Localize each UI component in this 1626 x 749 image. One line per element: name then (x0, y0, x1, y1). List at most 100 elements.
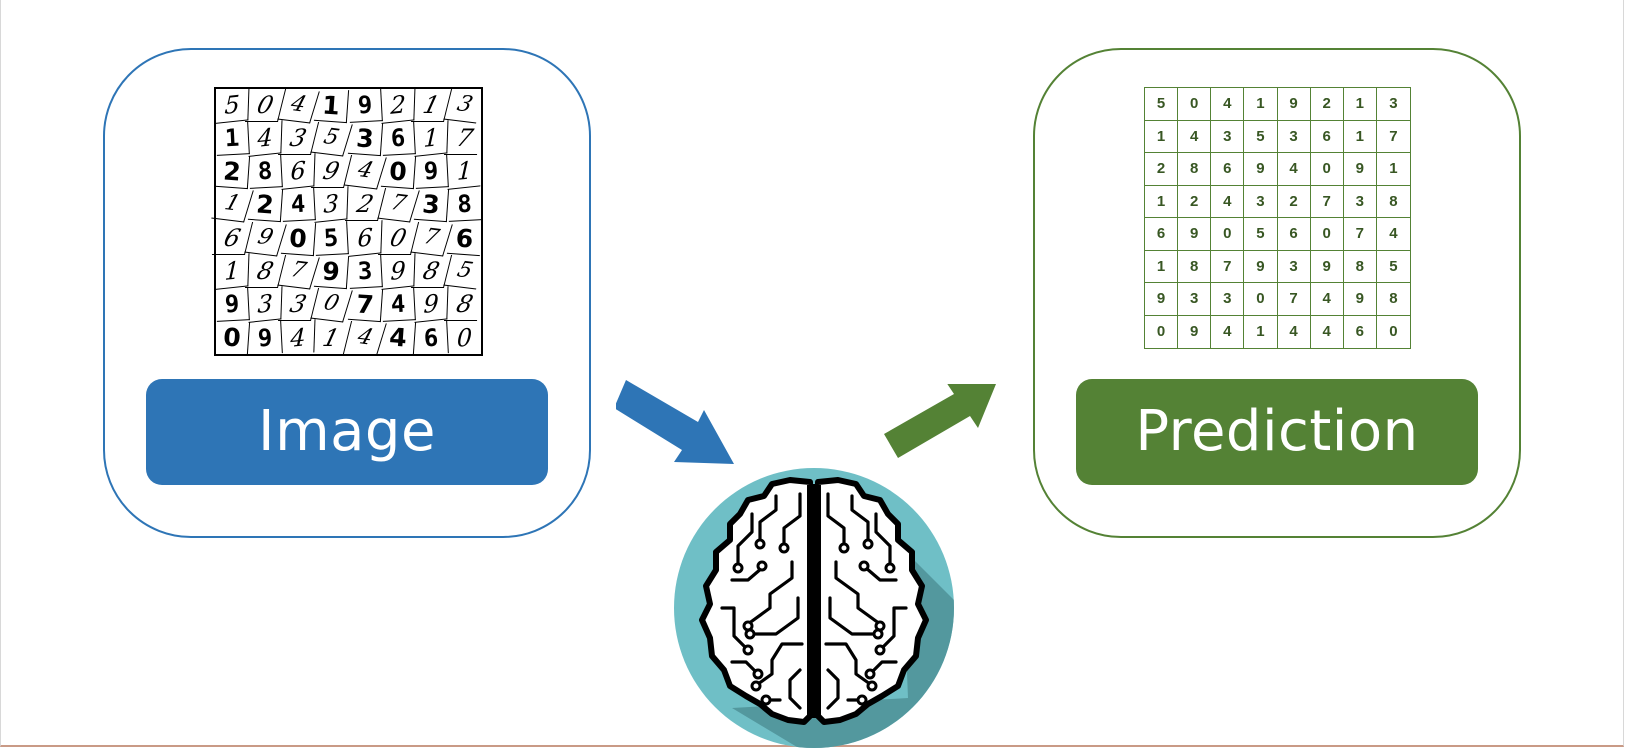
predicted-digit-cell: 5 (1244, 218, 1278, 251)
handwritten-digit-cell: 7 (347, 286, 383, 322)
handwritten-digit-cell: 1 (414, 120, 449, 158)
predicted-digit-cell: 0 (1211, 218, 1245, 251)
handwritten-digit-cell: 6 (348, 219, 383, 257)
handwritten-digit-cell: 0 (456, 322, 473, 353)
predicted-digit-cell: 1 (1343, 120, 1377, 153)
predicted-digit-cell: 0 (1310, 218, 1344, 251)
predicted-digit-cell: 9 (1310, 250, 1344, 283)
predicted-digit-cell: 8 (1376, 283, 1410, 316)
predicted-digit-cell: 4 (1178, 120, 1212, 153)
predicted-digit-cell: 7 (1376, 121, 1410, 153)
handwritten-digit-cell: 4 (281, 187, 317, 223)
handwritten-digit-cell: 2 (381, 87, 416, 125)
handwritten-digit-cell: 4 (380, 319, 416, 356)
predicted-digit-cell: 0 (1310, 153, 1344, 186)
predicted-digit-cell: 0 (1145, 315, 1179, 348)
predicted-digit-cell: 4 (1211, 185, 1245, 218)
handwritten-digit-cell: 7 (443, 122, 486, 156)
predicted-digit-cell: 3 (1178, 283, 1212, 316)
handwritten-digit-cell: 1 (215, 252, 250, 290)
predicted-digit-cell: 1 (1376, 153, 1410, 186)
predicted-digit-cell: 3 (1211, 283, 1245, 316)
handwritten-digit-cell: 4 (380, 286, 416, 322)
handwritten-digit-cell: 8 (248, 154, 284, 190)
predicted-digit-cell: 1 (1145, 120, 1179, 153)
handwritten-digit-cell: 3 (347, 253, 383, 289)
predicted-digit-cell: 4 (1278, 315, 1311, 348)
predicted-digit-cell: 2 (1310, 88, 1344, 121)
handwritten-digit-cell: 3 (413, 187, 449, 223)
handwritten-digit-cell: 6 (446, 220, 483, 256)
handwritten-digit-cell: 0 (214, 319, 251, 356)
predicted-digit-cell: 8 (1343, 250, 1377, 283)
predicted-digit-cell: 2 (1277, 185, 1311, 218)
handwritten-digit-cell: 3 (347, 121, 383, 157)
predicted-digit-cell: 3 (1277, 120, 1311, 153)
predicted-digit-cell: 3 (1244, 185, 1278, 218)
predicted-digit-cell: 3 (1277, 250, 1311, 283)
predicted-digit-cell: 0 (1178, 88, 1212, 121)
handwritten-digit-cell: 8 (447, 187, 482, 223)
predicted-digit-cell: 5 (1376, 251, 1410, 283)
handwritten-digit-cell: 1 (215, 121, 250, 157)
predicted-digit-cell: 1 (1244, 88, 1278, 121)
handwritten-digit-cell: 9 (314, 253, 350, 289)
handwritten-digit-cell: 0 (380, 154, 416, 190)
handwritten-digit-cell: 3 (314, 186, 349, 224)
predicted-digit-cell: 6 (1344, 315, 1377, 348)
predicted-digit-cell: 9 (1343, 153, 1377, 186)
predicted-digit-cell: 1 (1244, 315, 1278, 348)
predicted-digit-cell: 6 (1310, 120, 1344, 153)
predicted-digit-cell: 5 (1145, 88, 1179, 121)
predicted-digit-cell: 7 (1211, 250, 1245, 283)
predicted-digit-cell: 9 (1343, 283, 1377, 316)
model-brain (672, 468, 956, 749)
predicted-digit-cell: 8 (1178, 153, 1212, 186)
predicted-digit-cell: 1 (1145, 185, 1179, 218)
predicted-digit-cell: 1 (1145, 250, 1179, 283)
predicted-digit-cell: 7 (1277, 283, 1311, 316)
handwritten-digit-cell: 1 (447, 153, 482, 191)
image-label: Image (146, 379, 548, 485)
handwritten-digit-cell: 9 (381, 252, 416, 290)
predicted-digit-cell: 2 (1145, 153, 1179, 186)
predicted-digit-cell: 4 (1211, 315, 1245, 348)
predicted-digit-cell: 3 (1343, 185, 1377, 218)
predicted-digit-cell: 9 (1178, 218, 1212, 251)
predicted-digit-cell: 9 (1178, 315, 1212, 348)
handwritten-digit-cell: 9 (414, 285, 449, 323)
handwritten-digit-cell: 9 (248, 320, 284, 355)
handwritten-digit-cell: 9 (347, 88, 383, 123)
predicted-digit-cell: 4 (1311, 315, 1344, 348)
handwritten-digit-cell: 0 (281, 220, 317, 256)
handwritten-digit-cell: 5 (314, 220, 350, 256)
predicted-digit-cell: 9 (1244, 153, 1278, 186)
predicted-digit-cell: 8 (1376, 186, 1410, 218)
handwritten-digit-cell: 6 (380, 121, 416, 157)
input-arrow-icon (616, 380, 734, 464)
handwritten-digit-cell: 2 (214, 154, 251, 190)
handwritten-digit-cell: 1 (314, 87, 350, 124)
predicted-digit-cell: 9 (1244, 250, 1278, 283)
predicted-digit-cell: 1 (1343, 88, 1377, 121)
predicted-digit-cell: 6 (1145, 218, 1179, 251)
predicted-digit-cell: 3 (1211, 120, 1245, 153)
handwritten-digit-cell: 8 (443, 287, 486, 321)
predicted-digit-cell: 3 (1376, 88, 1410, 121)
handwritten-digit-cell: 9 (215, 286, 250, 322)
predicted-digit-cell: 4 (1376, 218, 1410, 251)
predicted-digit-cell: 7 (1310, 185, 1344, 218)
prediction-label: Prediction (1076, 379, 1478, 485)
predicted-digit-cell: 9 (1145, 283, 1179, 316)
predicted-digit-cell: 0 (1389, 323, 1398, 341)
predicted-digit-cell: 6 (1211, 153, 1245, 186)
predicted-digit-cell: 9 (1277, 88, 1311, 121)
predicted-digit-cell: 4 (1310, 283, 1344, 316)
handwritten-digit-cell: 9 (413, 154, 449, 190)
handwritten-digit-cell: 2 (248, 187, 284, 223)
predicted-digit-cell: 6 (1277, 218, 1311, 251)
